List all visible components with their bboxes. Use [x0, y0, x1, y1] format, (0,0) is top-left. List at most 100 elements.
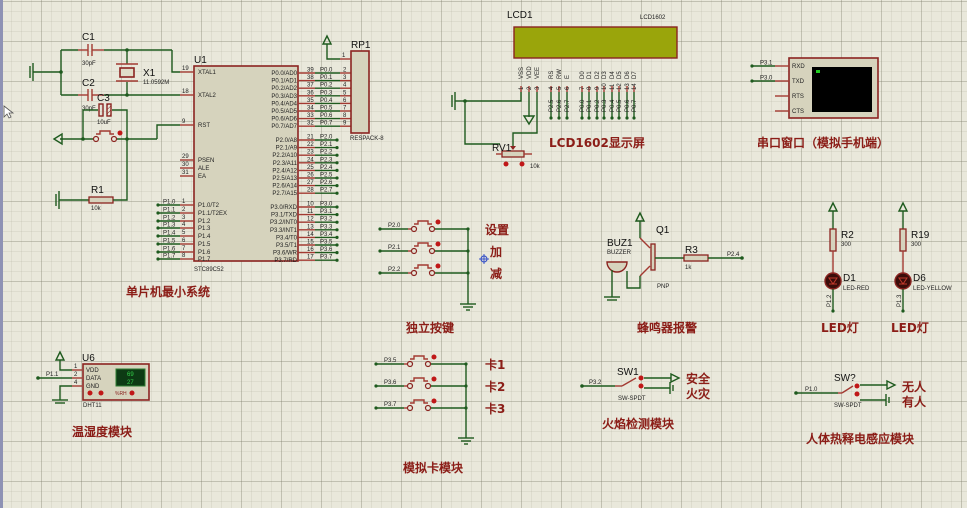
lcd1602[interactable]: LCD1 LCD1602 VSS1VDD2VEE3RS4P2.5RW5P2.6E…: [451, 10, 678, 150]
transistor-q1[interactable]: Q1 PNP: [626, 211, 684, 290]
capacitor-c1[interactable]: C1 30pF: [61, 32, 172, 67]
dht-pin-num: 2: [74, 372, 78, 378]
r1-value: 10k: [91, 206, 102, 212]
section-label-led: LED灯: [821, 320, 859, 335]
resistor-r3[interactable]: R3 1k P2.4: [683, 245, 744, 271]
capacitor-c2[interactable]: C2 30pF: [61, 78, 180, 112]
flame-switch-sw1[interactable]: P3.2 SW1 SW-SPDT 安全 火灾 火焰检测模块: [580, 367, 711, 431]
pir-part: SW-SPDT: [834, 403, 862, 409]
pin-number: 24: [307, 157, 314, 163]
potentiometer-rv1[interactable]: RV1 10k: [492, 143, 541, 170]
pir-switch[interactable]: P1.0 SW? SW-SPDT 无人 有人 人体热释电感应模块: [794, 373, 927, 446]
mcu-pin[interactable]: 8P1.7P1.7: [156, 253, 211, 263]
rp-pin-number: 6: [343, 98, 347, 104]
mcu-pin[interactable]: 7P1.6P1.6: [156, 246, 211, 256]
resistor-r1[interactable]: R1 10k: [55, 139, 128, 212]
capacitor-c3[interactable]: C3 10uF: [82, 93, 128, 139]
net-label: P2.0: [388, 223, 401, 229]
mcu-u1[interactable]: U1 STC89C52 19XTAL118XTAL29RST29PSEN30AL…: [156, 55, 351, 273]
net-label: P0.1: [587, 99, 593, 112]
pin-number: 38: [307, 75, 314, 81]
resistor-pack-rp1[interactable]: 1 RP1 RESPACK-8: [321, 34, 384, 142]
net-label: P0.6: [625, 99, 631, 112]
mcu-pin[interactable]: 3P1.2P1.2: [156, 215, 211, 225]
pin-name: P0.1/AD1: [271, 79, 297, 85]
buzzer-net: P2.4: [727, 252, 740, 258]
mcu-pin[interactable]: 4P1.3P1.3: [156, 222, 211, 232]
serial-pin[interactable]: CTS: [775, 109, 804, 115]
crystal-x1[interactable]: X1 11.0592M: [116, 48, 169, 97]
reset-button[interactable]: [52, 124, 180, 146]
resistor-ref: R19: [911, 230, 930, 241]
buzzer-buz1[interactable]: BUZ1 BUZZER: [604, 238, 633, 301]
dht-pin-name: GND: [86, 384, 100, 390]
pin-name: CTS: [792, 109, 804, 115]
dht11-module[interactable]: P1.1 1 2 4 VDD DATA GND 69 27 %RH U6 DHT…: [36, 350, 150, 439]
pin-number: 23: [307, 150, 314, 156]
flame-opt-safe: 安全: [686, 371, 711, 386]
serial-pin[interactable]: RTS: [775, 94, 804, 100]
mcu-pin[interactable]: 6P1.5P1.5: [156, 238, 211, 248]
dht-adjust-button[interactable]: [129, 390, 135, 396]
mcu-pin[interactable]: 5P1.4P1.4: [156, 230, 211, 240]
